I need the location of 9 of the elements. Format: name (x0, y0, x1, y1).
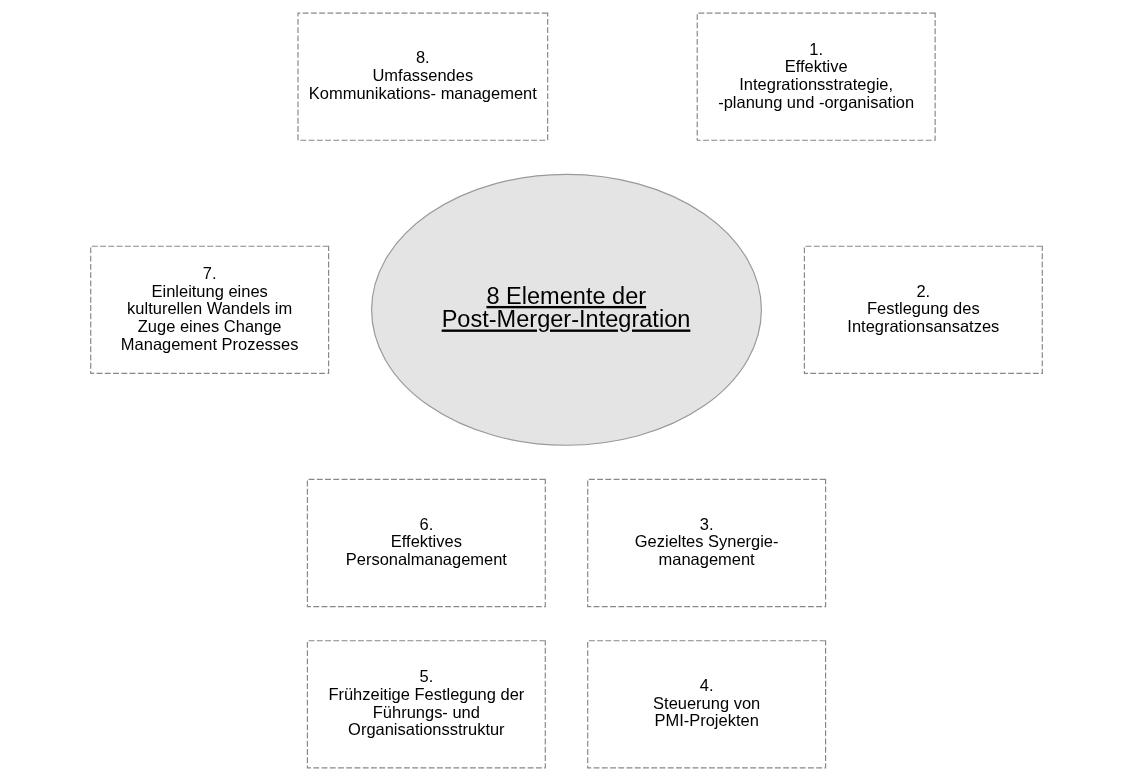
node-box: 4. Steuerung von PMI-Projekten (586, 640, 826, 769)
node-box: 2. Festlegung des Integrationsansatzes (803, 245, 1043, 374)
node-box: 3. Gezieltes Synergie- management (586, 478, 826, 608)
node-box: 1. Effektive Integrationsstrategie, -planung und -organisation (696, 12, 936, 141)
node-box: 7. Einleitung eines kulturellen Wandels im Zuge eines Change Management Prozesses (89, 245, 329, 374)
node-box: 6. Effektives Personalmanagement (306, 478, 546, 608)
node-box: 8. Umfassendes Kommunikations- management (296, 12, 548, 141)
node-ellipse: 8 Elemente der Post-Merger-Integration (370, 173, 762, 446)
node-box: 5. Frühzeitige Festlegung der Führungs- und Organisationsstruktur (306, 640, 546, 769)
